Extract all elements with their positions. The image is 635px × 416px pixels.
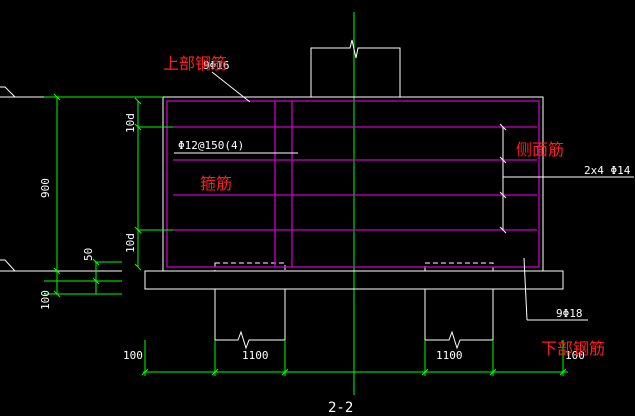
level-mark-bottom	[0, 259, 17, 272]
dim-cover-bottom: 10d	[124, 233, 137, 253]
annotation-top-rebar: 上部钢筋	[163, 54, 227, 73]
dimension-lines	[44, 93, 568, 376]
dim-bottom-offset: 50	[82, 248, 95, 261]
rebar-cage	[166, 100, 540, 268]
annotation-stirrup: 箍筋	[200, 174, 232, 193]
dim-cover-top: 10d	[124, 113, 137, 133]
column-stub	[310, 39, 401, 97]
stirrup-spec: Φ12@150(4)	[178, 139, 244, 152]
base-pad	[144, 270, 564, 290]
dim-edge-right: 100	[565, 349, 585, 362]
leader-lines	[174, 71, 634, 321]
dim-pile-left: 1100	[242, 349, 269, 362]
bottom-bar-spec: 9Φ18	[556, 307, 583, 320]
annotation-bottom-rebar: 下部钢筋	[541, 339, 605, 358]
dim-edge-left: 100	[123, 349, 143, 362]
level-mark-top	[0, 86, 17, 98]
dim-height-total: 900	[39, 178, 52, 198]
top-bar-spec: 9Φ16	[203, 59, 230, 72]
section-label: 2-2	[328, 400, 353, 416]
pile-left	[214, 289, 286, 350]
side-bar-spec: 2x4 Φ14	[584, 164, 631, 177]
pile-right	[424, 289, 494, 350]
dim-pad-thickness: 100	[39, 290, 52, 310]
annotation-side-rebar: 侧面筋	[516, 140, 564, 159]
stirrup-outer	[166, 100, 540, 268]
dim-pile-right: 1100	[436, 349, 463, 362]
